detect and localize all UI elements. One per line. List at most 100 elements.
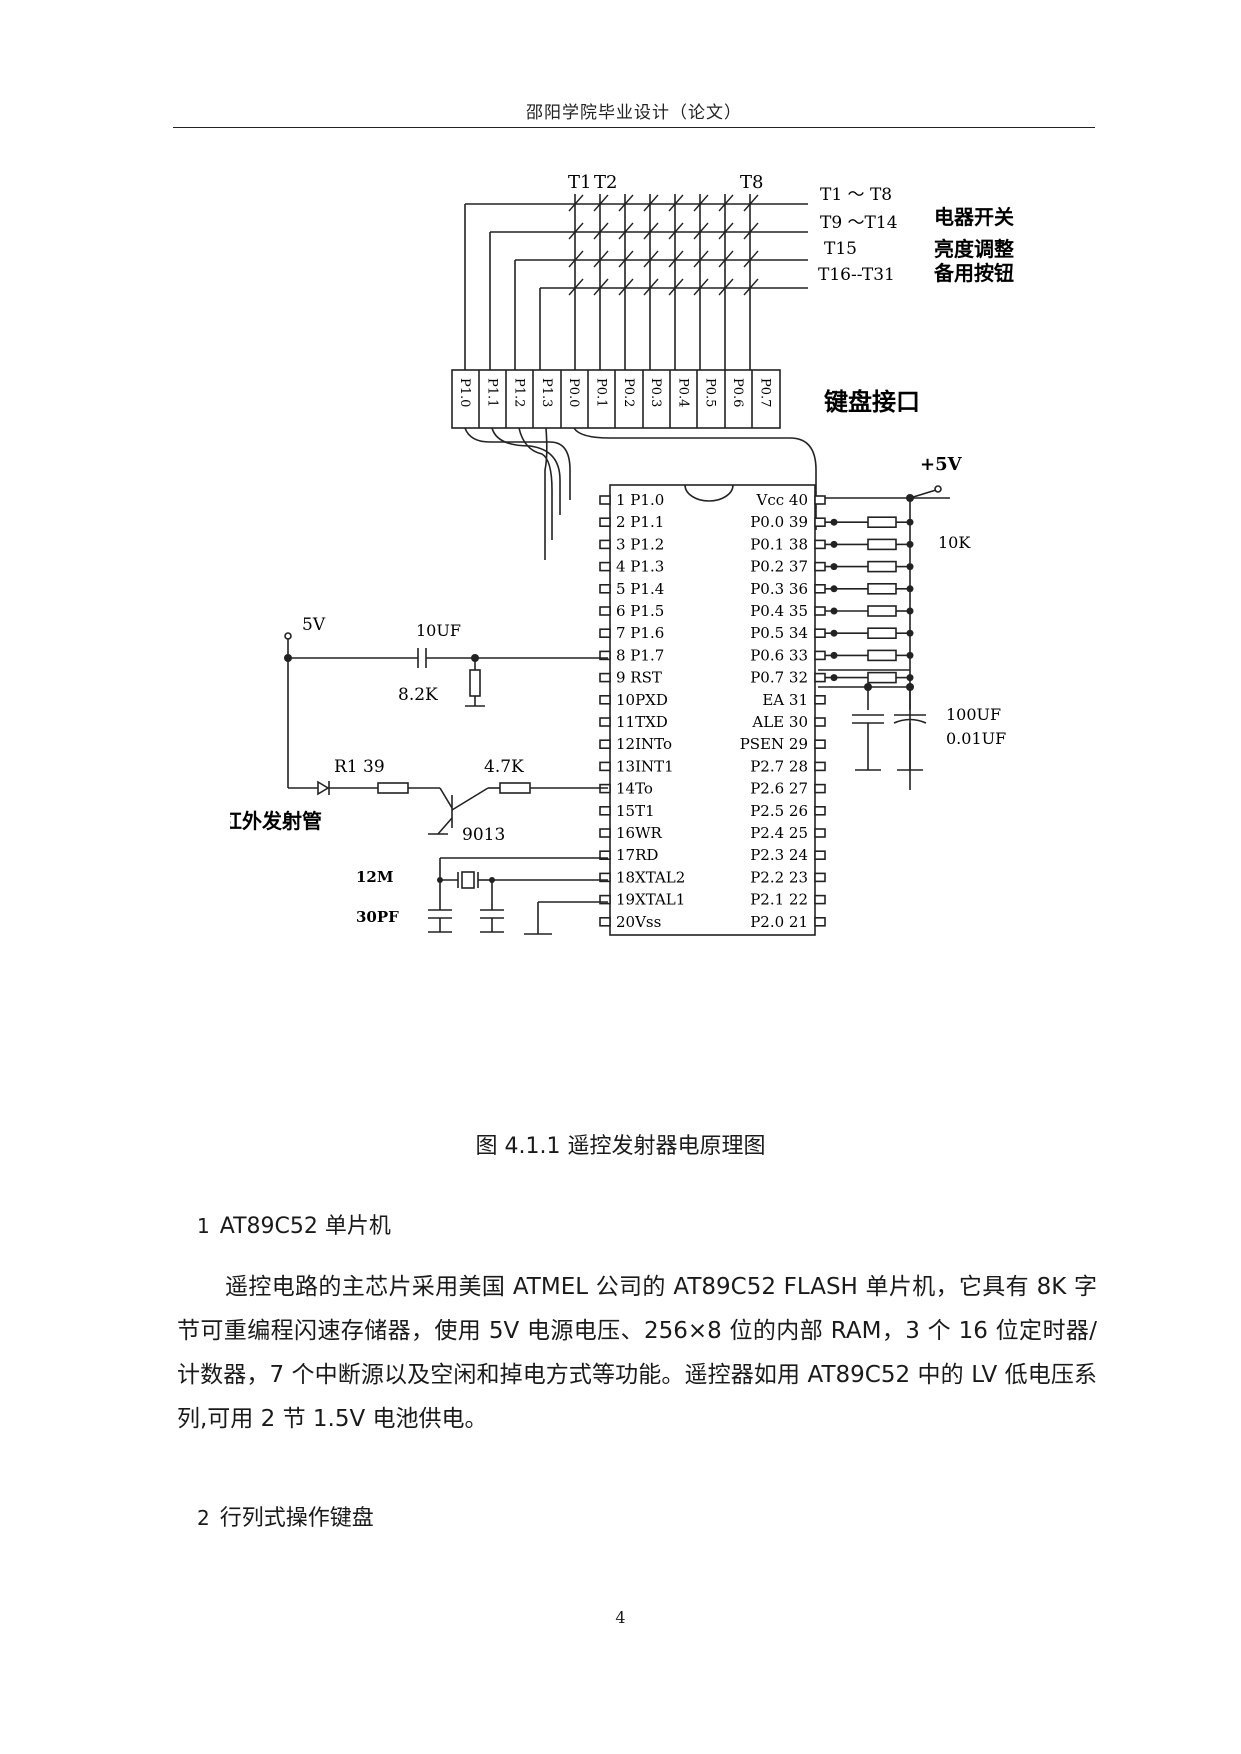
label-r1: R1 39 xyxy=(334,757,385,777)
port-label: P1.2 xyxy=(512,378,527,407)
chip-pin xyxy=(814,583,826,594)
key-switch xyxy=(593,278,609,296)
page-header: 邵阳学院毕业设计（论文） xyxy=(526,103,742,123)
chip-pin xyxy=(814,694,826,705)
chip-pin xyxy=(599,850,611,861)
row-note-1: 电器开关 xyxy=(934,205,1014,229)
key-switch xyxy=(743,278,759,296)
chip-pin xyxy=(814,628,826,639)
section-latin: AT89C52 xyxy=(219,1214,318,1239)
chip-pin xyxy=(599,828,611,838)
chip-pin xyxy=(814,561,826,572)
row-label-3: T15 xyxy=(824,239,857,259)
pin-label: 12INTo xyxy=(616,735,672,753)
row-label-1: T1 ～ T8 xyxy=(820,185,892,205)
chip-pin xyxy=(599,606,611,616)
junction-dot xyxy=(906,585,914,593)
label-t1: T1 xyxy=(568,172,591,193)
pin-label: P2.6 27 xyxy=(750,780,808,798)
key-switch xyxy=(568,222,584,240)
pullup-resistor xyxy=(867,516,897,529)
chip-pin xyxy=(814,916,826,927)
pin-label: 17RD xyxy=(616,846,658,864)
label-82k: 8.2K xyxy=(398,685,438,705)
row-note-2: 亮度调整 xyxy=(934,237,1014,261)
label-t2: T2 xyxy=(594,172,617,193)
key-switch xyxy=(693,278,709,296)
junction-dot xyxy=(906,563,914,571)
pullup-resistor xyxy=(867,649,897,662)
row-label-4: T16--T31 xyxy=(818,265,895,285)
port-label: P0.6 xyxy=(730,378,745,407)
junction-dot xyxy=(906,674,914,682)
port-label: P0.4 xyxy=(675,378,690,407)
pin-label: P2.0 21 xyxy=(750,913,808,931)
pin-label: P2.5 26 xyxy=(750,802,808,820)
key-switch xyxy=(668,250,684,268)
key-switch xyxy=(593,194,609,212)
circuit-figure: T1 T2 T8 T1 ～ T8 T9 ～T14 T15 T16--T31 电器… xyxy=(230,170,1130,1070)
chip-pin xyxy=(814,717,826,727)
page-number: 4 xyxy=(615,1608,626,1627)
junction-dot xyxy=(830,585,838,593)
pin-label: P0.0 39 xyxy=(750,513,808,531)
label-ir-led: 红外发射管 xyxy=(230,809,322,833)
pin-label: EA 31 xyxy=(762,691,808,709)
port-label: P0.2 xyxy=(621,378,636,407)
port-label: P1.1 xyxy=(484,378,499,407)
pin-label: P0.7 32 xyxy=(750,669,808,687)
key-switch xyxy=(568,278,584,296)
pin-label: 7 P1.6 xyxy=(616,624,664,642)
chip-pin xyxy=(599,694,611,705)
key-switch xyxy=(643,278,659,296)
key-switch xyxy=(618,194,634,212)
label-001uf: 0.01UF xyxy=(946,729,1006,748)
chip-pin xyxy=(599,717,611,727)
pin-label: P2.3 24 xyxy=(750,846,808,864)
port-label: P0.7 xyxy=(757,378,772,407)
pin-label: 5 P1.4 xyxy=(616,580,664,598)
junction-dot xyxy=(906,651,914,659)
key-switch xyxy=(618,250,634,268)
pin-label: 3 P1.2 xyxy=(616,535,664,553)
port-label: P0.0 xyxy=(566,378,581,407)
pin-label: P0.6 33 xyxy=(750,646,808,664)
section-number: 2 xyxy=(197,1506,210,1530)
key-switch xyxy=(618,278,634,296)
junction-dot xyxy=(906,607,914,615)
key-switch xyxy=(743,250,759,268)
key-switch xyxy=(693,250,709,268)
junction-dot xyxy=(830,651,838,659)
chip-pin xyxy=(814,739,826,750)
label-100uf: 100UF xyxy=(946,705,1001,724)
row-note-3: 备用按钮 xyxy=(933,261,1014,285)
label-9013: 9013 xyxy=(462,825,505,845)
chip-pin xyxy=(814,517,826,528)
label-12m: 12M xyxy=(356,868,393,886)
chip-pin xyxy=(814,872,826,883)
pin-label: 4 P1.3 xyxy=(616,558,664,576)
junction-dot xyxy=(906,540,914,548)
key-switch xyxy=(743,194,759,212)
chip-pin xyxy=(599,739,611,750)
port-label: P1.0 xyxy=(457,378,472,407)
figure-title: 遥控发射器电原理图 xyxy=(567,1134,766,1159)
chip-pin xyxy=(599,539,611,550)
key-switch xyxy=(568,250,584,268)
row-label-2: T9 ～T14 xyxy=(820,213,898,233)
pin-label: 9 RST xyxy=(616,669,662,687)
chip-pin xyxy=(599,495,611,505)
pin-label: PSEN 29 xyxy=(740,735,808,753)
section-title: 单片机 xyxy=(324,1214,391,1239)
body-paragraph: 遥控电路的主芯片采用美国 ATMEL 公司的 AT89C52 FLASH 单片机… xyxy=(177,1274,1097,1432)
chip-pin xyxy=(599,583,611,594)
pin-label: 1 P1.0 xyxy=(616,491,664,509)
chip-pin xyxy=(599,872,611,883)
chip-pin xyxy=(599,628,611,639)
chip-pin xyxy=(814,761,826,772)
junction-dot xyxy=(830,674,838,682)
pullup-resistor xyxy=(867,582,897,595)
key-switch xyxy=(643,250,659,268)
